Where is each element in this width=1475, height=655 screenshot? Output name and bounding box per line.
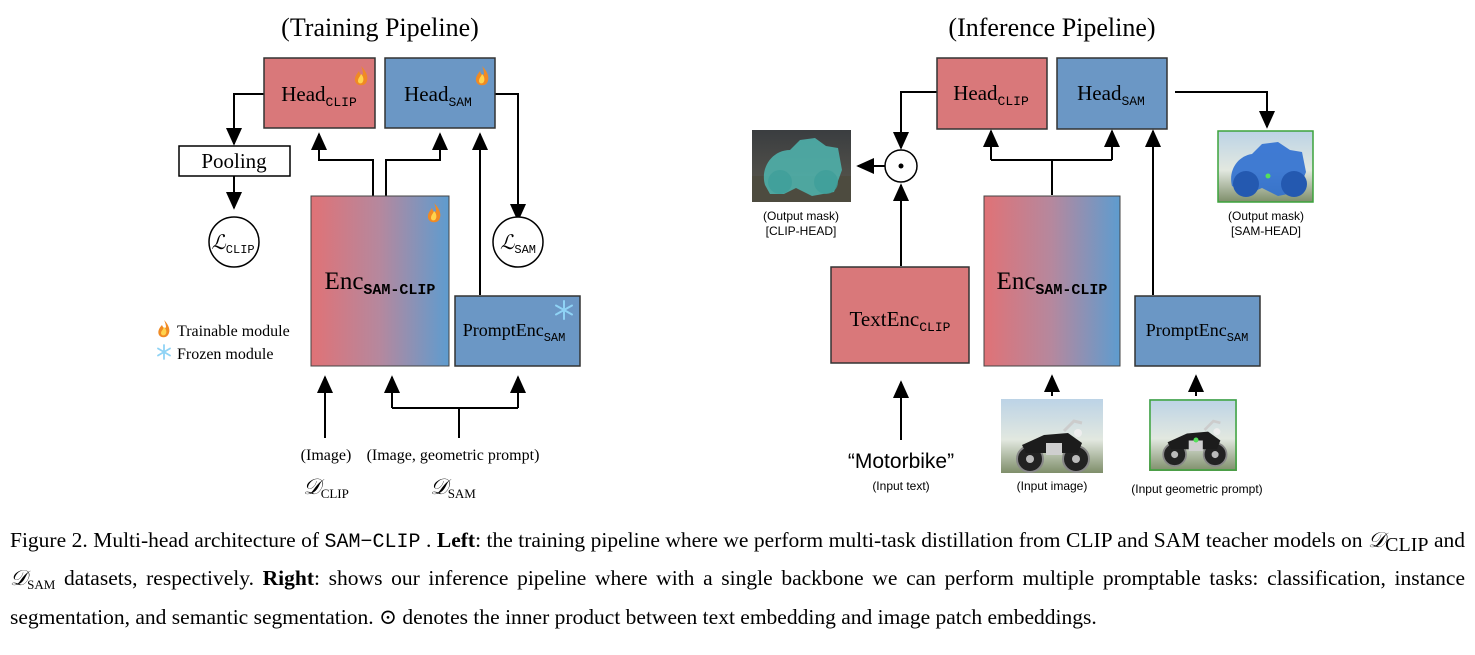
caption-text: : shows our inference pipeline where wit… [10,565,1465,630]
input-text-value: “Motorbike” [848,450,954,473]
output-mask-clip-image [752,130,851,202]
caption-model-name: SAM−CLIP [324,531,421,554]
arrow-enc-to-headclip [310,132,374,196]
arrow-headsam-to-mask [1175,91,1276,129]
svg-text:Pooling: Pooling [201,149,267,173]
arrow-enc-to-headsam [385,132,449,196]
output-mask-sam-image [1217,130,1314,203]
inference-title: (Inference Pipeline) [948,13,1155,42]
loss-clip: ℒCLIP [208,216,260,268]
snowflake-icon [555,300,573,320]
fire-icon [158,320,170,338]
training-head-sam: HeadSAM [384,57,496,129]
input-image-thumbnail [1001,399,1103,474]
output-mask-sam-tag: [SAM-HEAD] [1231,224,1301,238]
output-mask-clip-tag: [CLIP-HEAD] [766,224,837,238]
caption-left-label: Left [436,528,476,552]
fire-icon [475,66,489,86]
input-image-prompt-label: (Image, geometric prompt) [367,447,540,464]
caption-text: and [1428,528,1466,552]
training-encoder: EncSAM-CLIP [310,195,450,367]
input-text-label: (Input text) [872,479,929,493]
dataset-sam-label: 𝒟SAM [430,474,476,501]
training-head-clip: HeadCLIP [263,57,376,129]
caption-dataset-sub: CLIP [1385,534,1429,556]
inference-prompt-encoder: PromptEncSAM [1134,295,1261,367]
caption-text: . [420,528,437,552]
fire-icon [427,203,441,223]
figure-caption: Figure 2. Multi-head architecture of SAM… [10,524,1465,634]
architecture-diagram: (Training Pipeline) HeadCLIP [157,13,1314,501]
snowflake-icon [157,344,171,360]
svg-text:HeadCLIP: HeadCLIP [281,82,357,110]
output-mask-sam-label: (Output mask) [1228,209,1304,223]
caption-text: Figure 2. Multi-head architecture of [10,528,325,552]
inference-pipeline: (Inference Pipeline) HeadCLIP HeadSAM [752,13,1314,496]
inference-connectors [856,91,1276,440]
caption-dataset-symbol: 𝒟 [10,565,28,591]
input-prompt-thumbnail [1149,399,1237,471]
caption-right-label: Right [262,565,315,590]
fire-icon [354,66,368,86]
training-connectors [225,93,527,438]
legend-frozen-label: Frozen module [177,346,273,363]
arrow-headsam-to-losssam [495,93,527,222]
svg-text:EncSAM-CLIP: EncSAM-CLIP [997,268,1108,299]
training-prompt-encoder: PromptEncSAM [454,295,581,367]
svg-text:ℒCLIP: ℒCLIP [211,232,254,257]
training-pipeline: (Training Pipeline) HeadCLIP [157,13,581,501]
svg-text:ℒSAM: ℒSAM [500,232,536,257]
arrow-headclip-to-dot [892,91,937,150]
svg-text:PromptEncSAM: PromptEncSAM [463,320,566,345]
svg-text:TextEncCLIP: TextEncCLIP [850,307,951,335]
branch-image-prompt [392,407,518,438]
svg-text:PromptEncSAM: PromptEncSAM [1146,320,1249,345]
pooling-box: Pooling [178,145,291,177]
caption-dataset-symbol: 𝒟 [1367,528,1386,553]
branch-enc-heads [991,159,1112,195]
training-title: (Training Pipeline) [281,13,479,42]
dataset-clip-label: 𝒟CLIP [303,474,349,501]
inference-text-encoder: TextEncCLIP [830,266,970,364]
svg-text:EncSAM-CLIP: EncSAM-CLIP [325,268,436,299]
output-mask-clip-label: (Output mask) [763,209,839,223]
caption-text: datasets, respectively. [55,565,263,590]
caption-text: : the training pipeline where we perform… [475,528,1368,552]
loss-sam: ℒSAM [492,216,544,268]
input-image-label: (Input image) [1017,479,1088,493]
arrow-headclip-to-pooling [225,93,264,146]
inference-head-sam: HeadSAM [1056,57,1168,130]
input-image-label: (Image) [301,447,352,464]
svg-text:HeadSAM: HeadSAM [404,82,472,110]
input-prompt-label: (Input geometric prompt) [1131,482,1262,496]
inner-product-node [884,149,918,183]
caption-dataset-sub: SAM [27,576,56,592]
inference-encoder: EncSAM-CLIP [983,195,1121,367]
svg-text:HeadSAM: HeadSAM [1077,81,1145,109]
inference-head-clip: HeadCLIP [936,57,1048,130]
legend: Trainable module Frozen module [157,320,290,363]
svg-text:HeadCLIP: HeadCLIP [953,81,1029,109]
legend-trainable-label: Trainable module [177,323,290,340]
